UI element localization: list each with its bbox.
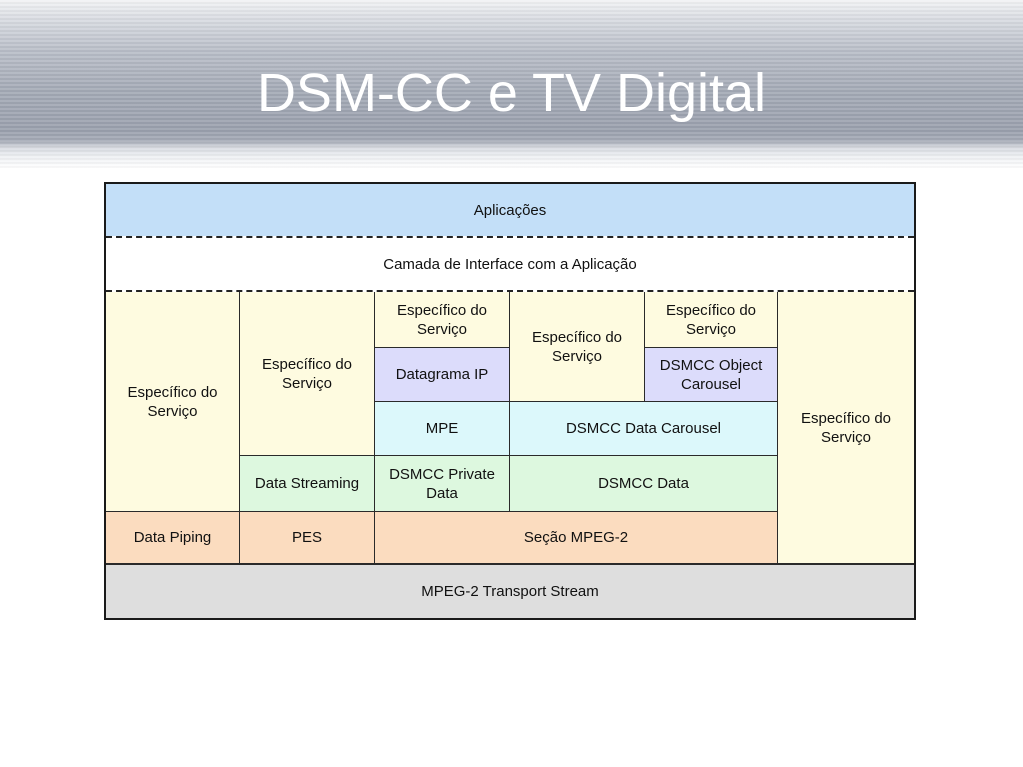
layer-data-piping: Data Piping [106,512,240,564]
layer-dsmcc-data-carousel: DSMCC Data Carousel [510,402,778,456]
layer-especifico-col3: Específico do Serviço [375,292,510,348]
dashed-separator-top [106,236,914,238]
layer-data-streaming: Data Streaming [240,456,375,512]
layer-pes: PES [240,512,375,564]
layer-dsmcc-private-data: DSMCC Private Data [375,456,510,512]
layer-dsmcc-data: DSMCC Data [510,456,778,512]
layer-especifico-col5: Específico do Serviço [645,292,778,348]
layer-especifico-left: Específico do Serviço [106,292,240,512]
layer-interface: Camada de Interface com a Aplicação [106,238,914,290]
layer-dsmcc-object-carousel: DSMCC Object Carousel [645,348,778,402]
layer-aplicacoes: Aplicações [106,184,914,236]
dashed-separator-bottom [106,290,914,292]
layer-especifico-right: Específico do Serviço [778,292,914,564]
layer-datagrama-ip: Datagrama IP [375,348,510,402]
layer-especifico-col4: Específico do Serviço [510,292,645,402]
layer-especifico-col2: Específico do Serviço [240,292,375,456]
layer-mpe: MPE [375,402,510,456]
dsmcc-stack-diagram: Aplicações Camada de Interface com a Apl… [104,182,916,620]
slide-title: DSM-CC e TV Digital [256,63,767,123]
layer-secao-mpeg2: Seção MPEG-2 [375,512,778,564]
layer-transport-stream: MPEG-2 Transport Stream [106,564,914,618]
slide-header [0,0,1023,168]
